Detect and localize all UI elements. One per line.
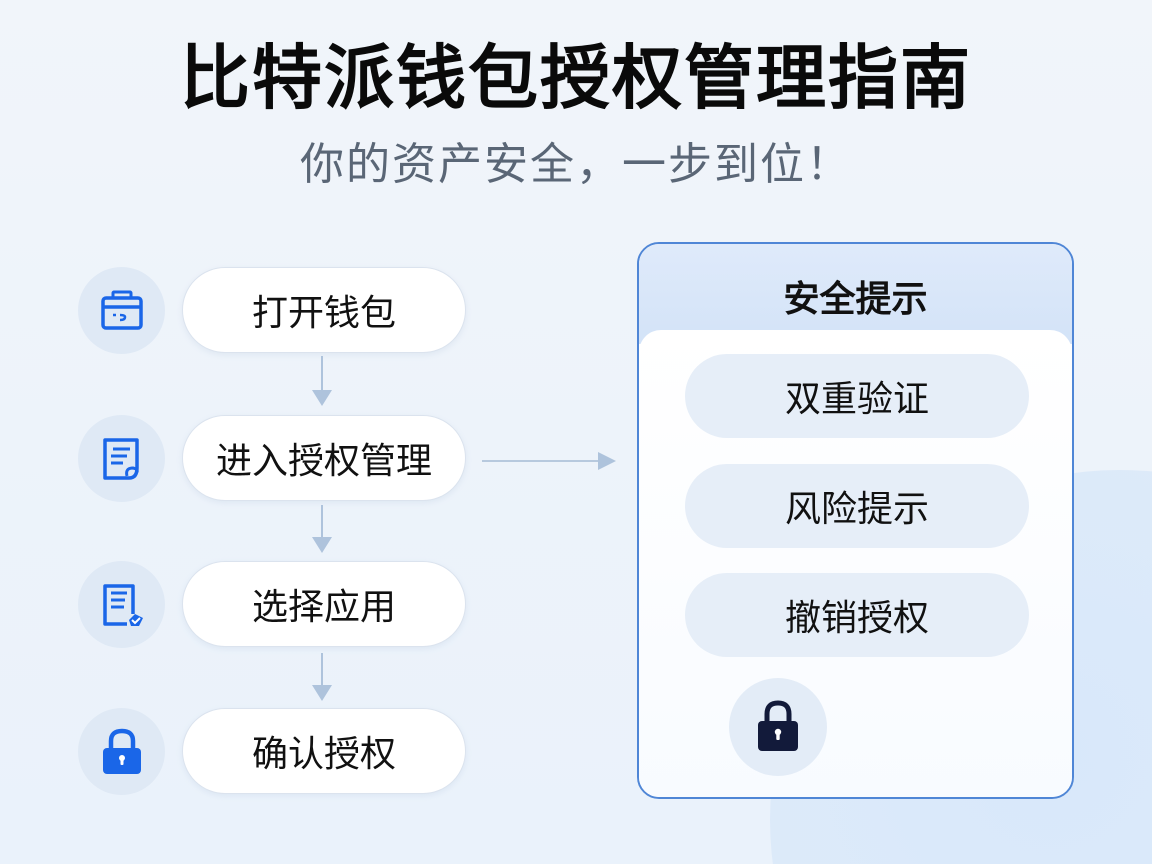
tip-risk-warning[interactable]: 风险提示: [685, 464, 1029, 548]
tip-two-factor[interactable]: 双重验证: [685, 354, 1029, 438]
wallet-icon: [78, 267, 165, 354]
arrow-right-icon: [482, 452, 616, 470]
lock-icon: [729, 678, 827, 776]
document-check-icon: [78, 561, 165, 648]
step-pill[interactable]: 选择应用: [182, 561, 466, 647]
panel-title: 安全提示: [783, 279, 928, 320]
panel-header: 安全提示: [639, 244, 1072, 344]
security-tips-panel: 安全提示 双重验证 风险提示 撤销授权: [637, 242, 1074, 799]
document-list-icon: [78, 415, 165, 502]
step-pill[interactable]: 确认授权: [182, 708, 466, 794]
step-pill[interactable]: 进入授权管理: [182, 415, 466, 501]
tip-revoke-auth[interactable]: 撤销授权: [685, 573, 1029, 657]
lock-icon: [78, 708, 165, 795]
step-pill[interactable]: 打开钱包: [182, 267, 466, 353]
page-title: 比特派钱包授权管理指南: [180, 37, 972, 119]
page-subtitle: 你的资产安全，一步到位！: [300, 139, 852, 190]
